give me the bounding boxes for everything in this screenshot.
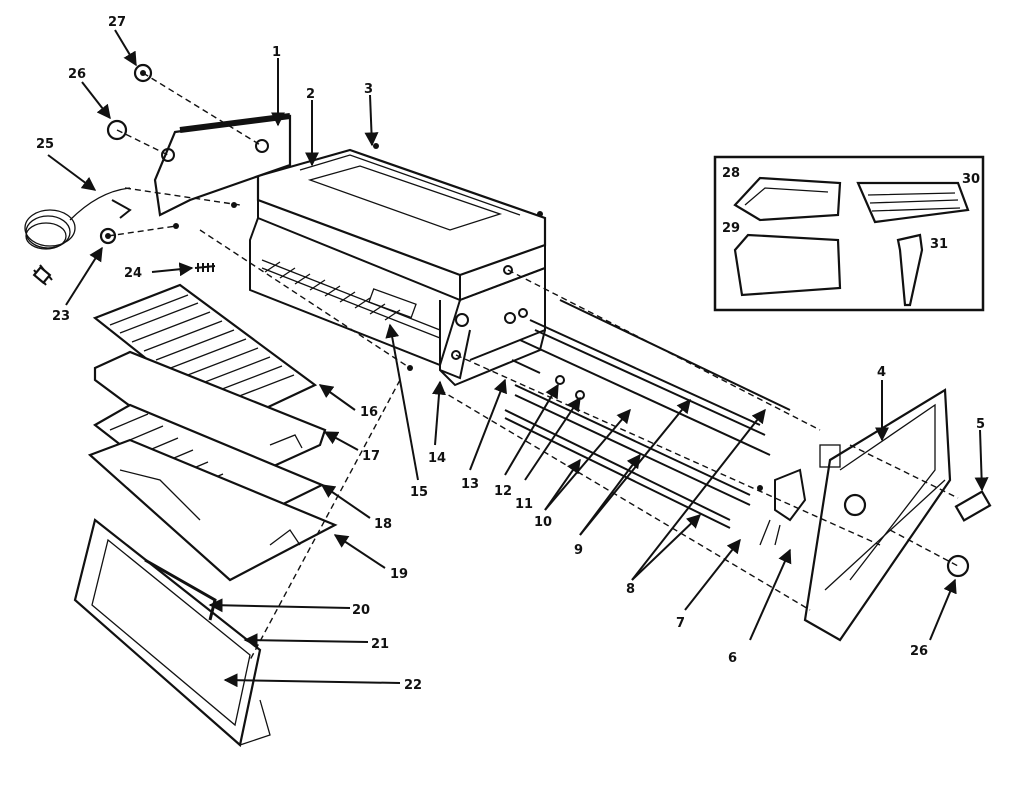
callout-17: 17 <box>362 449 380 464</box>
crumb-tray <box>93 350 327 482</box>
oven-door <box>73 518 271 748</box>
callout-7: 7 <box>676 616 685 631</box>
handle-5 <box>954 490 992 522</box>
callout-20: 20 <box>352 603 370 618</box>
callout-9: 9 <box>574 543 583 558</box>
callout-29: 29 <box>722 221 740 236</box>
callout-4: 4 <box>877 365 886 380</box>
callout-22: 22 <box>404 678 422 693</box>
callout-21: 21 <box>371 637 389 652</box>
callout-28: 28 <box>722 166 740 181</box>
callout-arrows <box>47 29 989 688</box>
heating-element-rack <box>264 261 401 321</box>
callout-25: 25 <box>36 137 54 152</box>
knob-26-right <box>946 554 970 578</box>
rods-and-elements <box>504 299 791 529</box>
callout-16: 16 <box>360 405 378 420</box>
callout-30: 30 <box>962 172 980 187</box>
callout-14: 14 <box>428 451 446 466</box>
callout-2: 2 <box>306 87 315 102</box>
broil-pan <box>87 438 338 582</box>
callout-26-left: 26 <box>68 67 86 82</box>
roasting-pan-29 <box>733 233 842 297</box>
callout-8: 8 <box>626 582 635 597</box>
callout-labels: 1 2 3 4 5 6 7 8 9 10 11 12 13 14 15 16 1… <box>36 15 985 693</box>
switch-assembly <box>757 468 807 546</box>
left-side-panel <box>153 113 292 229</box>
spring-24 <box>194 263 216 272</box>
callout-1: 1 <box>272 45 281 60</box>
callout-15: 15 <box>410 485 428 500</box>
callout-19: 19 <box>390 567 408 582</box>
right-control-panel <box>803 388 952 642</box>
callout-13: 13 <box>461 477 479 492</box>
accessories-inset <box>713 155 985 312</box>
callout-26-right: 26 <box>910 644 928 659</box>
callout-12: 12 <box>494 484 512 499</box>
callout-18: 18 <box>374 517 392 532</box>
callout-3: 3 <box>364 82 373 97</box>
tool-31 <box>896 233 924 307</box>
callout-6: 6 <box>728 651 737 666</box>
alignment-lines <box>107 72 959 661</box>
baking-pan-28 <box>733 176 842 222</box>
callout-24: 24 <box>124 266 142 281</box>
callout-11: 11 <box>515 497 533 512</box>
callout-27: 27 <box>108 15 126 30</box>
callout-10: 10 <box>534 515 552 530</box>
callout-31: 31 <box>930 237 948 252</box>
callout-5: 5 <box>976 417 985 432</box>
callout-23: 23 <box>52 309 70 324</box>
oven-housing <box>249 143 547 387</box>
power-cord <box>24 187 132 286</box>
